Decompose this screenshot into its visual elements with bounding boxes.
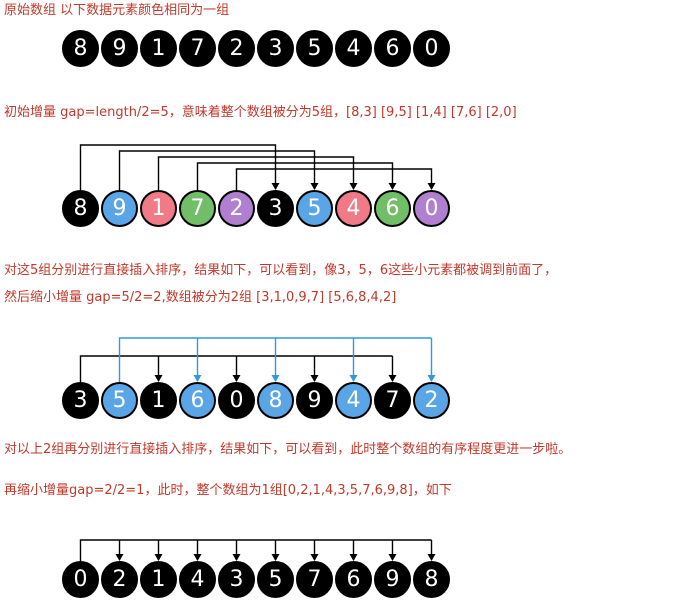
- element-ball: 2: [218, 190, 255, 227]
- caption-gap-2-line2: 然后缩小增量 gap=5/2=2,数组被分为2组 [3,1,0,9,7] [5,…: [4, 290, 397, 305]
- element-ball: 8: [62, 190, 99, 227]
- arrowhead: [310, 554, 319, 561]
- element-ball: 9: [374, 561, 411, 598]
- element-ball: 7: [374, 382, 411, 419]
- element-ball: 0: [62, 561, 99, 598]
- arrowhead: [388, 183, 397, 190]
- arrowhead: [349, 375, 358, 382]
- element-ball: 1: [140, 190, 177, 227]
- arrowhead: [154, 554, 163, 561]
- caption-gap-2-line1: 对这5组分别进行直接插入排序，结果如下，可以看到，像3，5，6这些小元素都被调到…: [4, 263, 558, 278]
- element-ball: 9: [296, 382, 333, 419]
- element-ball: 4: [335, 190, 372, 227]
- gap-5-connector: [79, 144, 277, 190]
- element-ball: 9: [101, 190, 138, 227]
- element-ball: 2: [218, 30, 255, 67]
- gap-5-connector: [157, 156, 355, 190]
- gap-1-connector: [79, 539, 432, 561]
- element-ball: 6: [374, 190, 411, 227]
- arrowhead: [154, 375, 163, 382]
- arrowhead: [271, 183, 280, 190]
- element-ball: 1: [140, 561, 177, 598]
- element-ball: 4: [179, 561, 216, 598]
- arrowhead: [427, 183, 436, 190]
- gap-2-connector: [79, 355, 393, 382]
- element-ball: 2: [413, 382, 450, 419]
- arrowhead: [388, 375, 397, 382]
- element-ball: 6: [179, 382, 216, 419]
- arrowhead: [271, 375, 280, 382]
- element-ball: 8: [62, 30, 99, 67]
- element-ball: 1: [140, 382, 177, 419]
- arrowhead: [232, 554, 241, 561]
- element-ball: 5: [296, 30, 333, 67]
- arrowhead: [310, 183, 319, 190]
- gap-5-connector: [196, 162, 394, 190]
- arrowhead: [115, 554, 124, 561]
- element-ball: 4: [335, 382, 372, 419]
- caption-gap-1-line1: 对以上2组再分别进行直接插入排序，结果如下，可以看到，此时整个数组的有序程度更进…: [4, 442, 572, 457]
- arrowhead: [193, 375, 202, 382]
- arrowhead: [388, 554, 397, 561]
- element-ball: 6: [374, 30, 411, 67]
- element-ball: 8: [257, 382, 294, 419]
- element-ball: 7: [179, 30, 216, 67]
- element-ball: 8: [413, 561, 450, 598]
- gap-5-connector: [235, 168, 433, 190]
- arrowhead: [349, 183, 358, 190]
- element-ball: 3: [257, 190, 294, 227]
- gap-2-connector: [118, 337, 432, 382]
- gap-5-connector: [118, 150, 316, 190]
- arrowhead: [271, 554, 280, 561]
- caption-gap-5: 初始增量 gap=length/2=5，意味着整个数组被分为5组，[8,3] […: [4, 105, 517, 120]
- element-ball: 3: [218, 561, 255, 598]
- element-ball: 9: [101, 30, 138, 67]
- element-ball: 0: [413, 30, 450, 67]
- element-ball: 2: [101, 561, 138, 598]
- arrowhead: [310, 375, 319, 382]
- element-ball: 3: [62, 382, 99, 419]
- element-ball: 0: [218, 382, 255, 419]
- element-ball: 6: [335, 561, 372, 598]
- caption-gap-1-line2: 再缩小增量gap=2/2=1，此时，整个数组为1组[0,2,1,4,3,5,7,…: [4, 483, 452, 498]
- element-ball: 5: [101, 382, 138, 419]
- element-ball: 7: [179, 190, 216, 227]
- element-ball: 1: [140, 30, 177, 67]
- arrowhead: [427, 375, 436, 382]
- element-ball: 0: [413, 190, 450, 227]
- element-ball: 5: [296, 190, 333, 227]
- element-ball: 5: [257, 561, 294, 598]
- arrowhead: [232, 375, 241, 382]
- element-ball: 3: [257, 30, 294, 67]
- element-ball: 4: [335, 30, 372, 67]
- element-ball: 7: [296, 561, 333, 598]
- arrowhead: [427, 554, 436, 561]
- arrowhead: [349, 554, 358, 561]
- arrowhead: [193, 554, 202, 561]
- caption-original: 原始数组 以下数据元素颜色相同为一组: [4, 3, 230, 18]
